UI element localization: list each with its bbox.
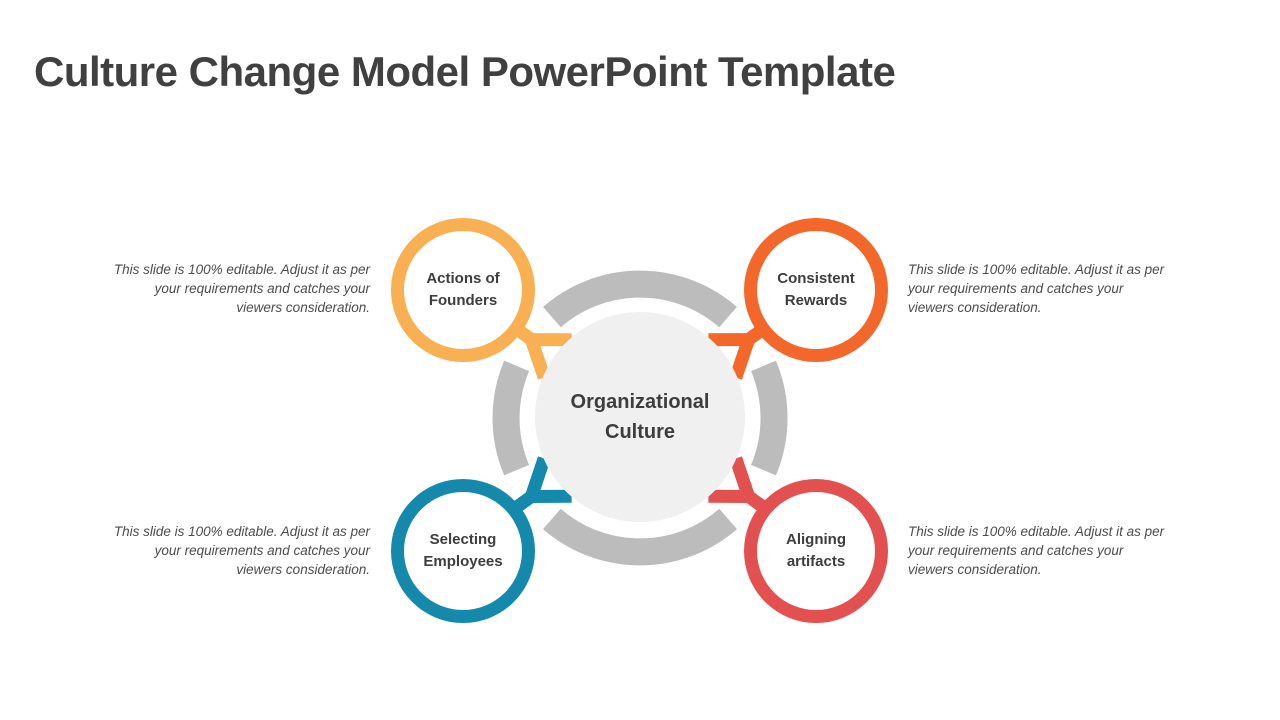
description-aligning-artifacts: This slide is 100% editable. Adjust it a… [908,522,1180,579]
node-circle-actions-of-founders [391,218,535,362]
description-selecting-employees: This slide is 100% editable. Adjust it a… [98,522,370,579]
description-line: your requirements and catches your [154,543,370,558]
description-line: your requirements and catches your [908,281,1124,296]
center-label: Organizational Culture [570,391,710,443]
node-circle-selecting-employees [391,479,535,623]
connector-selecting-employees [513,456,572,513]
ring-arc-bottom [543,508,737,566]
ring-arc-top [543,270,737,328]
description-line: viewers consideration. [236,300,370,315]
description-line: your requirements and catches your [154,281,370,296]
node-label-selecting-employees: Selecting Employees [423,531,503,570]
description-actions-of-founders: This slide is 100% editable. Adjust it a… [98,260,370,317]
description-line: This slide is 100% editable. Adjust it a… [113,262,370,277]
node-label-consistent-rewards: Consistent Rewards [777,270,855,309]
node-label-actions-of-founders: Actions of Founders [426,270,500,309]
node-circle-consistent-rewards [744,218,888,362]
description-line: your requirements and catches your [908,543,1124,558]
node-label-aligning-artifacts: Aligning artifacts [786,531,846,570]
description-line: This slide is 100% editable. Adjust it a… [113,524,370,539]
ring-arc-left [492,360,530,476]
description-line: viewers consideration. [236,562,370,577]
description-line: This slide is 100% editable. Adjust it a… [908,262,1165,277]
description-line: viewers consideration. [908,562,1042,577]
ring-arc-right [750,360,788,476]
slide-title: Culture Change Model PowerPoint Template [34,48,896,95]
description-line: viewers consideration. [908,300,1042,315]
center-circle-organizational-culture [535,312,745,522]
node-circle-aligning-artifacts [744,479,888,623]
description-consistent-rewards: This slide is 100% editable. Adjust it a… [908,260,1180,317]
description-line: This slide is 100% editable. Adjust it a… [908,524,1165,539]
